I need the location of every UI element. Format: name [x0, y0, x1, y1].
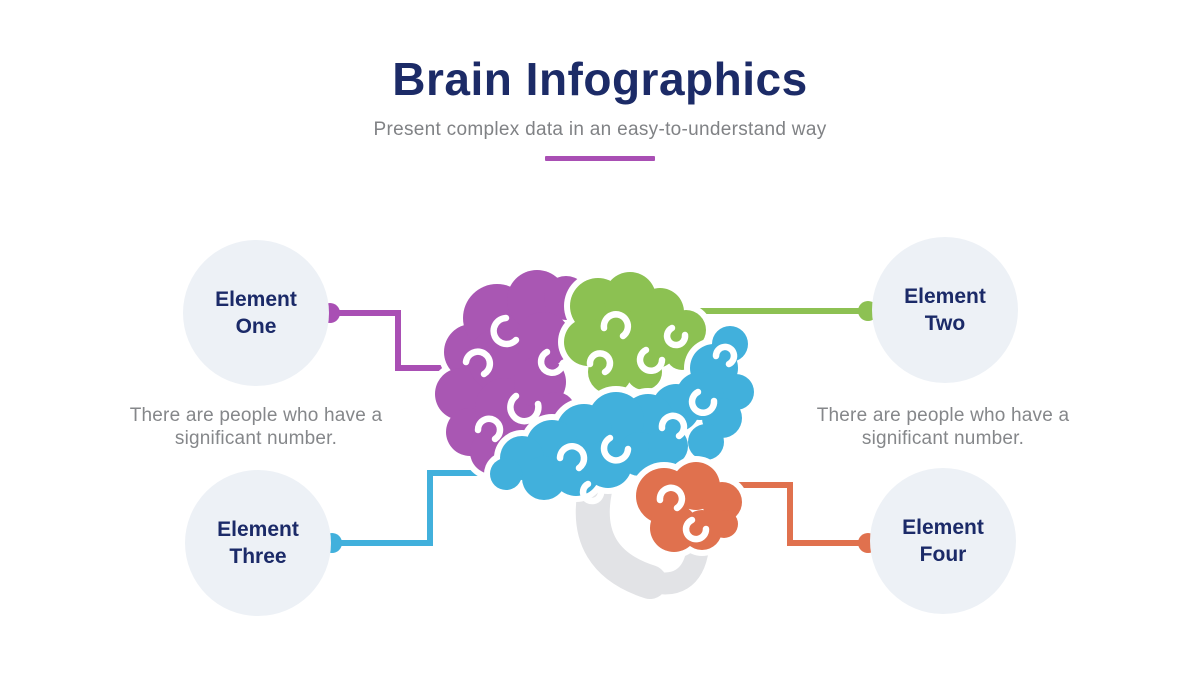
parietal-lobe-gyri — [586, 311, 689, 376]
cerebellum-gyri — [656, 484, 710, 543]
node-element-three: Element Three — [185, 470, 331, 616]
description-left: There are people who have a significant … — [129, 405, 383, 449]
element-two-label: Element Two — [904, 284, 986, 335]
description-right: There are people who have a significant … — [816, 405, 1070, 449]
node-element-four: Element Four — [870, 468, 1016, 614]
page-title: Brain Infographics — [392, 53, 808, 105]
element-four-label: Element Four — [902, 515, 984, 566]
node-element-one: Element One — [183, 240, 329, 386]
parietal-lobe — [558, 266, 712, 400]
temporal-lobe — [484, 320, 760, 506]
cerebellum — [630, 456, 748, 558]
temporal-lobe-gyri — [556, 343, 738, 505]
node-element-two: Element Two — [872, 237, 1018, 383]
frontal-lobe-gyri — [462, 314, 567, 443]
frontal-lobe — [429, 264, 594, 480]
connector-lines — [320, 301, 878, 553]
brainstem — [569, 463, 715, 605]
element-three-label: Element Three — [217, 517, 299, 568]
connector-element-one — [330, 310, 472, 371]
element-one-label: Element One — [215, 287, 297, 338]
title-underline — [545, 156, 655, 161]
connector-element-four — [700, 482, 868, 546]
connector-element-three — [332, 470, 522, 546]
brain-illustration — [429, 264, 760, 605]
page-subtitle: Present complex data in an easy-to-under… — [373, 119, 827, 140]
